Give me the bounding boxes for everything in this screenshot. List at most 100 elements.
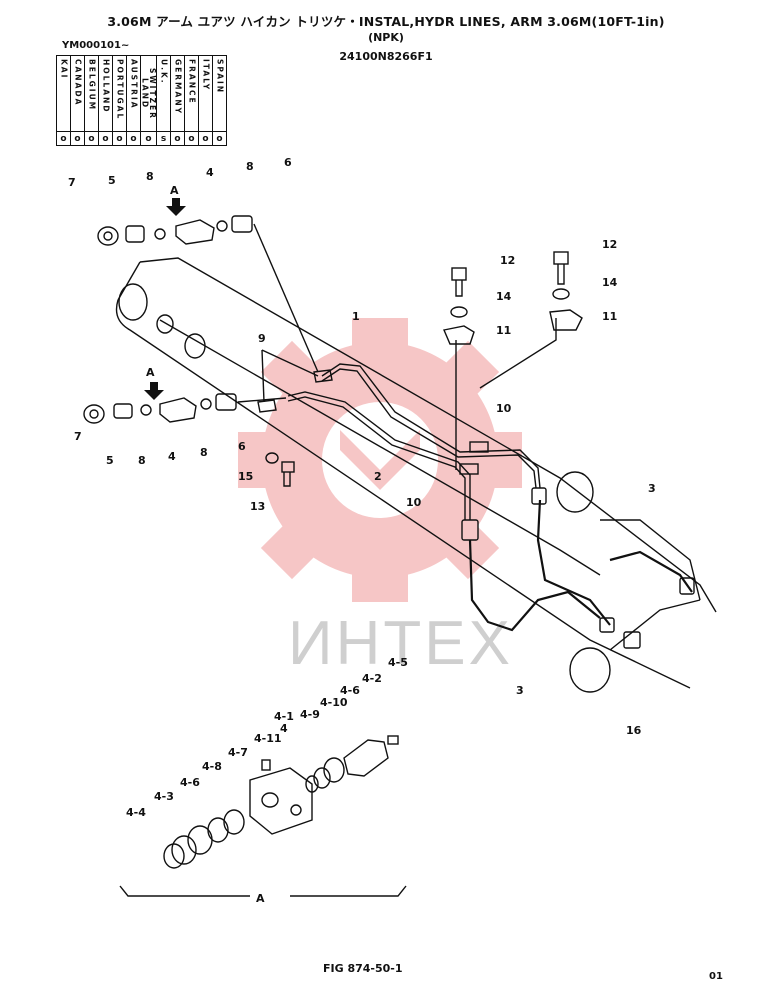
fitting-6-left bbox=[215, 393, 237, 411]
hose-3 bbox=[468, 499, 693, 632]
country-table: KAI CANADA BELGIUM HOLLAND PORTUGAL AUST… bbox=[56, 55, 227, 146]
callout-14: 14 bbox=[496, 290, 512, 303]
country-italy: ITALY bbox=[201, 59, 211, 92]
arm-body bbox=[115, 257, 717, 693]
country-spain: SPAIN bbox=[215, 59, 225, 95]
detail-ring-4-4 bbox=[163, 843, 185, 869]
callout-4-6: 4-6 bbox=[180, 776, 200, 789]
clamp-9-upper bbox=[313, 369, 333, 383]
callout-13: 13 bbox=[250, 500, 265, 513]
country-austria: AUSTRIA bbox=[129, 59, 139, 110]
callout-4-11: 4-11 bbox=[254, 732, 282, 745]
arrow-a-top bbox=[166, 198, 186, 216]
callout-3: 3 bbox=[516, 684, 524, 697]
country-uk: U.K. bbox=[159, 59, 169, 85]
country-switzerland: SWITZER LAND bbox=[140, 68, 158, 120]
page-title: 3.06M アーム ユアツ ハイカン トリツケ・INSTAL,HYDR LINE… bbox=[107, 14, 665, 29]
washer-8-left-right bbox=[200, 398, 212, 410]
country-mark: o bbox=[212, 131, 227, 146]
callout-4-9: 4-9 bbox=[300, 708, 320, 721]
callout-14: 14 bbox=[602, 276, 618, 289]
detail-ring-4-6-left bbox=[187, 825, 213, 855]
washer-8-top bbox=[154, 228, 166, 240]
clamp-11-left bbox=[443, 325, 475, 345]
leader-line bbox=[261, 349, 265, 403]
part-number: 24100N8266F1 bbox=[339, 50, 433, 63]
block-4-top bbox=[175, 219, 215, 245]
bolt-13 bbox=[281, 461, 295, 487]
clamp-10-lower bbox=[459, 463, 479, 475]
callout-4-2: 4-2 bbox=[362, 672, 382, 685]
country-holland: HOLLAND bbox=[101, 59, 111, 114]
detail-ring-4-3 bbox=[171, 835, 197, 865]
pipe-1 bbox=[321, 363, 541, 489]
callout-7: 7 bbox=[74, 430, 82, 443]
detail-ring-4-8 bbox=[207, 817, 229, 843]
pipe-2 bbox=[287, 391, 471, 520]
country-kai: KAI bbox=[59, 59, 69, 80]
detail-ring-4-10 bbox=[313, 767, 331, 789]
watermark-text: ИНТЕХ bbox=[288, 609, 513, 678]
washer-8-left bbox=[140, 404, 152, 416]
callout-3: 3 bbox=[648, 482, 656, 495]
detail-plug-4-2 bbox=[343, 739, 389, 777]
callout-8: 8 bbox=[138, 454, 146, 467]
callout-4-4: 4-4 bbox=[126, 806, 146, 819]
callout-8: 8 bbox=[146, 170, 154, 183]
country-france: FRANCE bbox=[187, 59, 197, 105]
callout-4-3: 4-3 bbox=[154, 790, 174, 803]
callout-4-8: 4-8 bbox=[202, 760, 222, 773]
country-canada: CANADA bbox=[73, 59, 83, 107]
country-mark: s bbox=[156, 131, 171, 146]
washer-15 bbox=[265, 452, 279, 464]
leader-line bbox=[261, 349, 319, 377]
detail-block-4 bbox=[249, 767, 313, 835]
callout-a: A bbox=[146, 366, 155, 379]
callout-4: 4 bbox=[206, 166, 214, 179]
callout-12: 12 bbox=[500, 254, 515, 267]
washer-8-top-right bbox=[216, 220, 228, 232]
block-4-left bbox=[159, 397, 197, 423]
arrow-a-left bbox=[144, 382, 164, 400]
washer-14-left bbox=[450, 306, 468, 318]
callout-15: 15 bbox=[238, 470, 253, 483]
callout-8: 8 bbox=[200, 446, 208, 459]
fitting-7-left bbox=[83, 404, 105, 424]
detail-screw-4-11 bbox=[261, 759, 271, 771]
callout-8: 8 bbox=[246, 160, 254, 173]
fitting-6-top bbox=[231, 215, 253, 233]
callout-7: 7 bbox=[68, 176, 76, 189]
fitting-7-top bbox=[97, 226, 119, 246]
fitting-5-top bbox=[125, 225, 145, 243]
callout-6: 6 bbox=[284, 156, 292, 169]
clamp-10-upper bbox=[469, 441, 489, 453]
callout-10: 10 bbox=[406, 496, 422, 509]
hose-fittings bbox=[461, 487, 695, 649]
washer-14-right bbox=[552, 288, 570, 300]
page-subtitle: (NPK) bbox=[368, 31, 404, 44]
callout-4: 4 bbox=[168, 450, 176, 463]
callout-10: 10 bbox=[496, 402, 512, 415]
callout-2: 2 bbox=[374, 470, 382, 483]
callout-1: 1 bbox=[352, 310, 360, 323]
leader-line bbox=[253, 223, 319, 373]
leader-line bbox=[237, 397, 287, 403]
detail-ring-4-7 bbox=[223, 809, 245, 835]
bracket-line bbox=[479, 318, 557, 389]
detail-bracket bbox=[119, 885, 407, 897]
callout-5: 5 bbox=[108, 174, 116, 187]
callout-4-7: 4-7 bbox=[228, 746, 248, 759]
callout-4-6: 4-6 bbox=[340, 684, 360, 697]
callout-11: 11 bbox=[602, 310, 617, 323]
detail-a-label: A bbox=[256, 892, 265, 905]
callout-4-5: 4-5 bbox=[388, 656, 408, 669]
serial-range: YM000101~ bbox=[62, 40, 130, 51]
bolt-12-right bbox=[553, 251, 569, 285]
gear-hole bbox=[322, 402, 438, 518]
figure-number: FIG 874-50-1 bbox=[323, 962, 403, 975]
country-mark: o bbox=[56, 131, 71, 146]
callout-4: 4 bbox=[280, 722, 288, 735]
detail-bolt-4-5 bbox=[387, 735, 399, 745]
callout-4-1: 4-1 bbox=[274, 710, 294, 723]
